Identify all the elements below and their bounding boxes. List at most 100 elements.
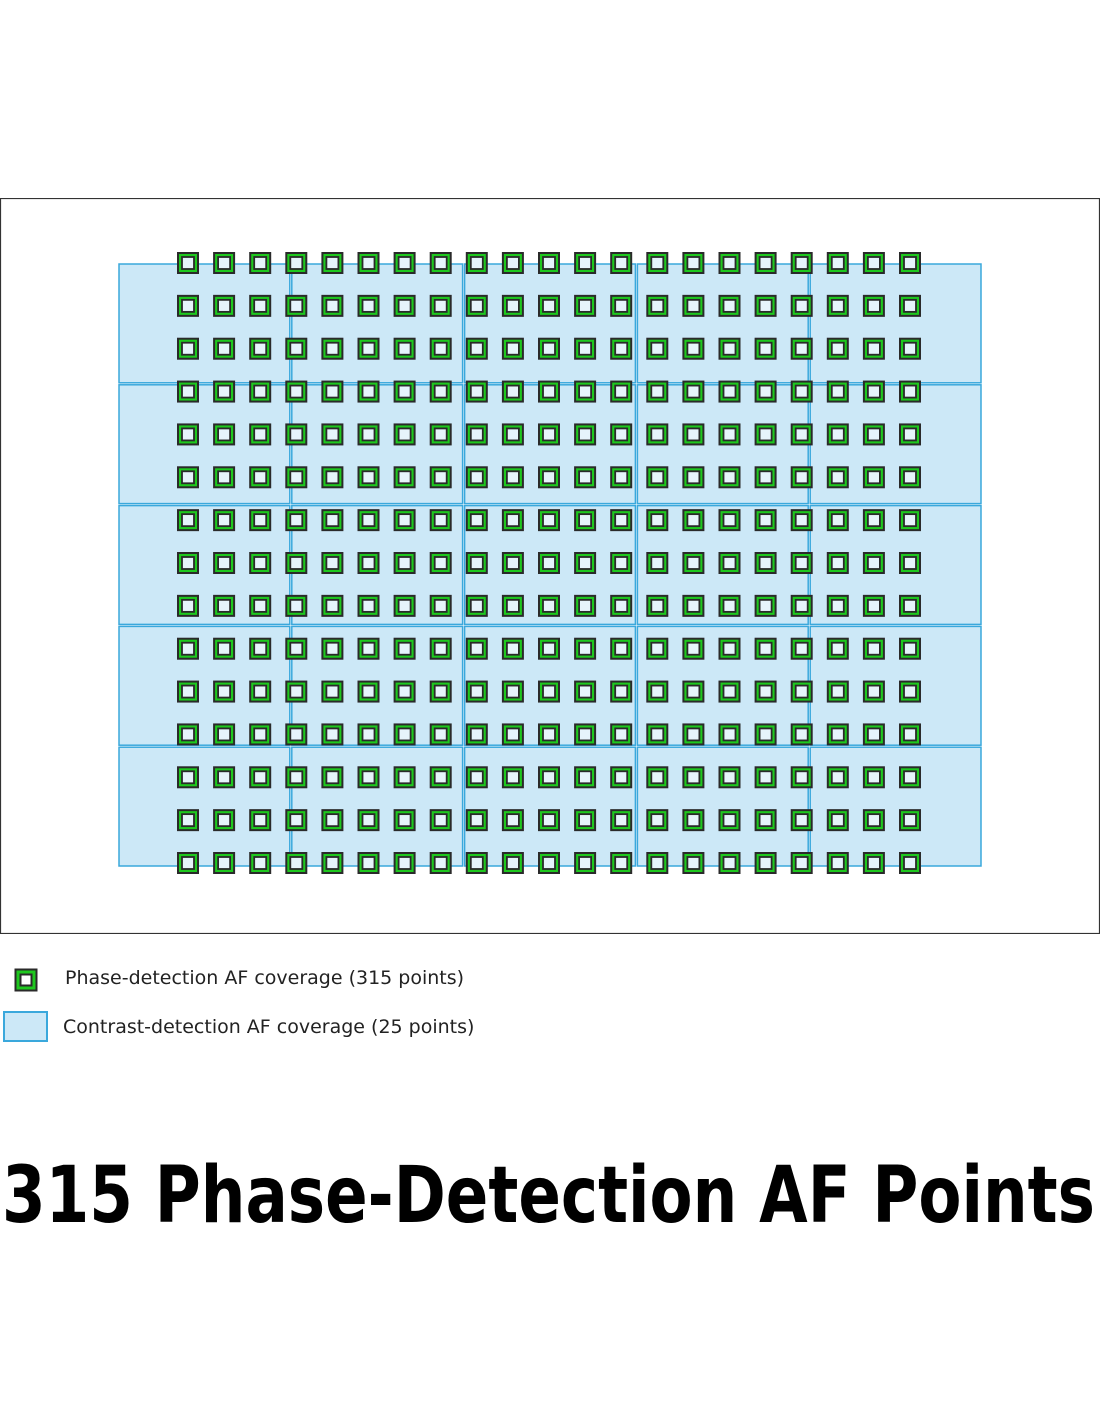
phase-point-inner [289,813,304,828]
phase-point-inner [253,427,268,442]
phase-detection-point [213,423,236,446]
contrast-detection-area [118,263,291,384]
phase-point-inner [361,813,376,828]
phase-point-inner [686,384,701,399]
phase-point-inner [650,598,665,613]
phase-detection-point [682,294,705,317]
contrast-detection-area [636,263,809,384]
phase-point-inner [217,641,232,656]
phase-point-inner [289,727,304,742]
phase-point-inner [253,298,268,313]
phase-point-inner [650,341,665,356]
phase-detection-point [646,723,669,746]
phase-detection-point [501,466,524,489]
phase-point-inner [867,856,881,870]
phase-detection-point [718,466,741,489]
phase-point-inner [397,298,412,313]
phase-point-inner [181,556,195,570]
phase-detection-point [321,380,344,403]
phase-point-inner [289,641,304,656]
phase-point-inner [542,770,556,785]
phase-point-inner [253,856,268,870]
phase-point-inner [361,856,376,870]
phase-detection-point [501,294,524,317]
phase-detection-point [826,509,849,532]
phase-detection-point [826,680,849,703]
phase-point-inner [650,770,665,785]
phase-detection-point [754,594,777,617]
phase-detection-point [249,594,272,617]
phase-point-inner [758,641,773,656]
phase-detection-point [321,852,344,874]
phase-point-inner [686,556,701,570]
phase-point-inner [686,341,701,356]
phase-detection-point [899,252,921,274]
phase-point-inner [397,384,412,399]
phase-detection-point [754,337,777,360]
phase-detection-point [718,766,741,789]
phase-point-inner [217,298,232,313]
phase-point-inner [650,684,665,699]
phase-detection-legend-label: Phase-detection AF coverage (315 points) [65,967,465,989]
phase-point-inner [433,298,448,313]
phase-detection-point [249,552,272,574]
phase-point-inner [289,856,304,870]
af-coverage-diagram [0,198,1100,934]
phase-point-inner [505,684,520,699]
phase-detection-point [321,594,344,617]
phase-point-inner [903,256,917,270]
phase-point-inner [325,470,340,485]
phase-detection-point [862,509,885,532]
phase-point-inner [794,598,809,613]
phase-point-inner [542,427,556,442]
phase-detection-point [718,552,741,574]
phase-point-inner [794,341,809,356]
phase-detection-point [754,723,777,746]
phase-point-inner [867,341,881,356]
phase-detection-point [862,294,885,317]
phase-detection-point [213,337,236,360]
phase-point-inner [433,598,448,613]
phase-detection-point [610,294,633,317]
phase-detection-point [285,637,308,660]
phase-point-inner [867,727,881,742]
phase-detection-point [213,809,236,832]
phase-detection-point [321,723,344,746]
phase-detection-point [718,637,741,660]
phase-point-inner [722,341,737,356]
phase-point-inner [722,470,737,485]
phase-detection-point [899,380,921,403]
phase-detection-point [790,637,813,660]
phase-detection-point [826,594,849,617]
phase-detection-point [899,809,921,832]
phase-point-inner [758,684,773,699]
phase-point-inner [361,641,376,656]
phase-detection-point [610,809,633,832]
phase-detection-point [285,337,308,360]
phase-point-inner [325,556,340,570]
phase-detection-point [213,252,236,274]
phase-detection-point [465,552,488,574]
phase-point-inner [289,384,304,399]
phase-point-inner [903,427,917,442]
phase-detection-point [429,809,452,832]
phase-point-inner [289,470,304,485]
phase-detection-point [357,509,380,532]
phase-detection-point [610,252,633,274]
phase-detection-point [538,594,560,617]
phase-point-inner [289,341,304,356]
phase-point-inner [397,598,412,613]
phase-detection-point [321,509,344,532]
phase-point-inner [722,641,737,656]
phase-point-inner [253,384,268,399]
phase-detection-point [501,423,524,446]
contrast-detection-area [809,263,982,384]
phase-detection-point [393,294,416,317]
phase-detection-point [826,294,849,317]
phase-point-inner [217,256,232,270]
phase-point-inner [686,427,701,442]
phase-point-inner [794,727,809,742]
phase-detection-point [213,723,236,746]
phase-detection-point [646,337,669,360]
phase-detection-point [862,552,885,574]
